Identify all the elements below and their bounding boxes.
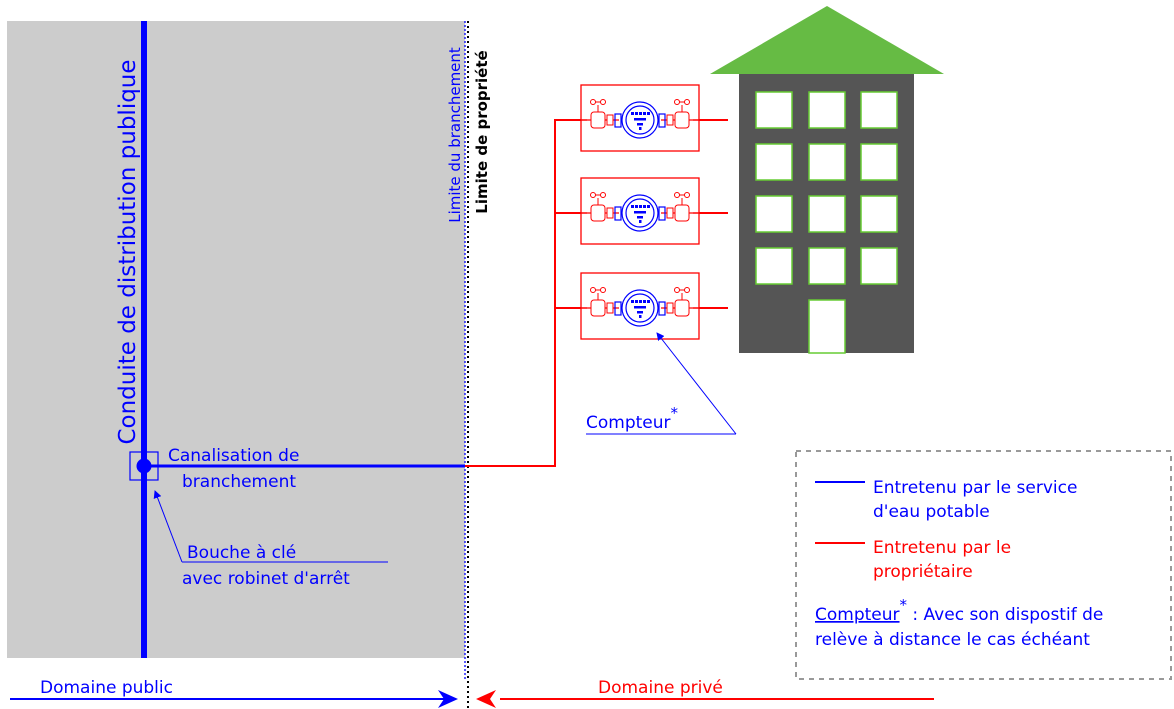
legend-red-line2: propriétaire xyxy=(873,562,973,582)
valve-callout-leader xyxy=(153,490,183,563)
meter-unit-2 xyxy=(580,177,700,245)
building-windows xyxy=(755,91,898,285)
public-domain-label: Domaine public xyxy=(40,678,173,698)
property-limit-label: Limite de propriété xyxy=(473,50,491,213)
valve-label-line1: Bouche à clé xyxy=(187,543,296,563)
valve-label-line2: avec robinet d'arrêt xyxy=(182,569,350,589)
legend-red-line1: Entretenu par le xyxy=(873,538,1011,558)
legend-blue-line2: d'eau potable xyxy=(873,502,990,522)
public-domain-arrowhead xyxy=(438,690,458,708)
building-door xyxy=(808,299,846,354)
legend-blue-line1: Entretenu par le service xyxy=(873,478,1077,498)
service-limit-label: Limite du branchement xyxy=(446,47,464,223)
branch-pipe-label-line1: Canalisation de xyxy=(168,446,299,466)
public-domain-area xyxy=(7,21,465,658)
branch-pipe-label-line2: branchement xyxy=(182,472,296,492)
private-piping xyxy=(465,119,728,467)
valve-point xyxy=(136,458,152,474)
meter-callout-leader xyxy=(656,332,737,435)
main-pipe-label: Conduite de distribution publique xyxy=(115,59,141,444)
building-roof xyxy=(710,6,944,74)
legend-meter-line1: Compteur* : Avec son dispostif de xyxy=(815,596,1103,625)
private-domain-label: Domaine privé xyxy=(598,678,723,698)
meter-unit-3 xyxy=(580,272,700,340)
meter-unit-1 xyxy=(580,84,700,152)
meter-label: Compteur* xyxy=(586,404,679,433)
legend-box xyxy=(795,450,1172,680)
valve-box-icon xyxy=(129,451,159,481)
private-domain-arrowhead xyxy=(476,690,496,708)
legend-meter-line2: relève à distance le cas échéant xyxy=(815,630,1090,650)
